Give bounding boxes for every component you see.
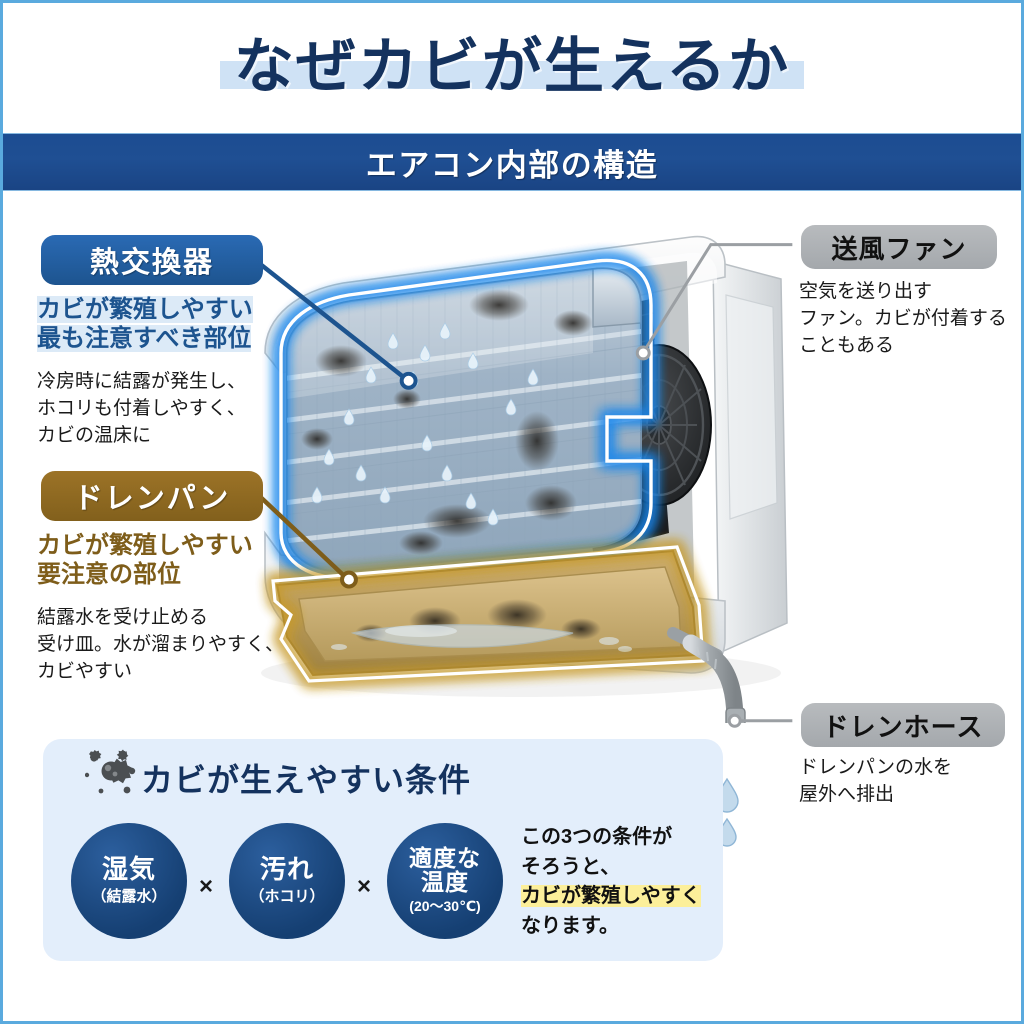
drain-hose-description: ドレンパンの水を 屋外へ排出	[799, 755, 1021, 809]
drain-pan-description: 結露水を受け止める 受け皿。水が溜まりやすく、 カビやすい	[37, 605, 299, 686]
hx-desc-line2: ホコリも付着しやすく、	[37, 397, 246, 419]
heat-exchanger-coil	[286, 267, 642, 573]
condition-circle-humidity: 湿気 （結露水）	[71, 823, 187, 939]
air-conditioner-illustration	[261, 235, 788, 723]
condition-3-sub: (20〜30℃)	[409, 898, 481, 915]
condition-2-sub: （ホコリ）	[249, 888, 325, 906]
fan-desc-line1: 空気を送り出す	[799, 281, 933, 302]
heat-exchanger-lead-line1: カビが繁殖しやすい	[37, 296, 253, 323]
label-badge-heat-exchanger[interactable]: 熱交換器	[41, 235, 263, 285]
fan-desc-line2: ファン。カビが付着する	[799, 307, 1007, 329]
title-area: なぜカビが生えるか	[3, 3, 1021, 131]
drain-pan-lead-line2: 要注意の部位	[37, 561, 181, 589]
hose-desc-line1: ドレンパンの水を	[799, 757, 952, 778]
label-badge-drain-hose[interactable]: ドレンホース	[801, 703, 1005, 747]
dp-desc-line3: カビやすい	[37, 660, 133, 682]
mold-conditions-panel: カビが生えやすい条件 湿気 （結露水） × 汚れ （ホコリ） × 適度な 温度 …	[43, 739, 723, 961]
condition-1-main: 湿気	[101, 853, 156, 884]
dp-desc-line1: 結露水を受け止める	[37, 607, 209, 628]
label-badge-blower-fan[interactable]: 送風ファン	[801, 225, 997, 269]
operator-1: ×	[199, 873, 214, 900]
drain-pan-lead-line1: カビが繁殖しやすい	[37, 532, 253, 559]
blower-fan-description: 空気を送り出す ファン。カビが付着する こともある	[799, 279, 1021, 360]
hose-desc-line2: 屋外へ排出	[799, 783, 895, 805]
condition-circle-temperature: 適度な 温度 (20〜30℃)	[387, 823, 503, 939]
hx-desc-line3: カビの温床に	[37, 424, 152, 446]
condition-3-main-line2: 温度	[421, 869, 469, 895]
subtitle-text: エアコン内部の構造	[365, 147, 659, 183]
mold-spore-icon	[85, 749, 136, 794]
conditions-heading: カビが生えやすい条件	[141, 762, 472, 798]
label-badge-drain-pan[interactable]: ドレンパン	[41, 471, 263, 521]
drain-pan	[267, 541, 709, 687]
page-title: なぜカビが生えるか	[233, 33, 791, 100]
drain-pan-lead: カビが繁殖しやすい 要注意の部位	[37, 531, 287, 590]
fan-desc-line3: こともある	[799, 334, 895, 356]
condition-circle-dirt: 汚れ （ホコリ）	[229, 823, 345, 939]
note-line1: この3つの条件が	[521, 826, 673, 848]
title-highlight-bar	[219, 61, 805, 89]
dp-desc-line2: 受け皿。水が溜まりやすく、	[37, 633, 285, 655]
heat-exchanger-description: 冷房時に結露が発生し、 ホコリも付着しやすく、 カビの温床に	[37, 369, 297, 450]
note-line2: そろうと、	[521, 855, 621, 878]
note-line4: なります。	[521, 914, 619, 937]
subtitle-band: エアコン内部の構造	[3, 133, 1021, 191]
condition-3-main-line1: 適度な	[409, 844, 481, 871]
title-wrap: なぜカビが生えるか	[219, 33, 805, 100]
operator-2: ×	[357, 873, 372, 900]
condition-2-main: 汚れ	[259, 853, 314, 884]
heat-exchanger-lead: カビが繁殖しやすい 最も注意すべき部位	[37, 295, 287, 354]
heat-exchanger-lead-line2: 最も注意すべき部位	[37, 325, 252, 353]
conditions-note: この3つの条件が そろうと、 カビが繁殖しやすく なります。	[521, 823, 731, 941]
note-highlight: カビが繁殖しやすく	[521, 885, 701, 908]
condition-1-sub: （結露水）	[91, 888, 167, 906]
hx-desc-line1: 冷房時に結露が発生し、	[37, 371, 247, 392]
